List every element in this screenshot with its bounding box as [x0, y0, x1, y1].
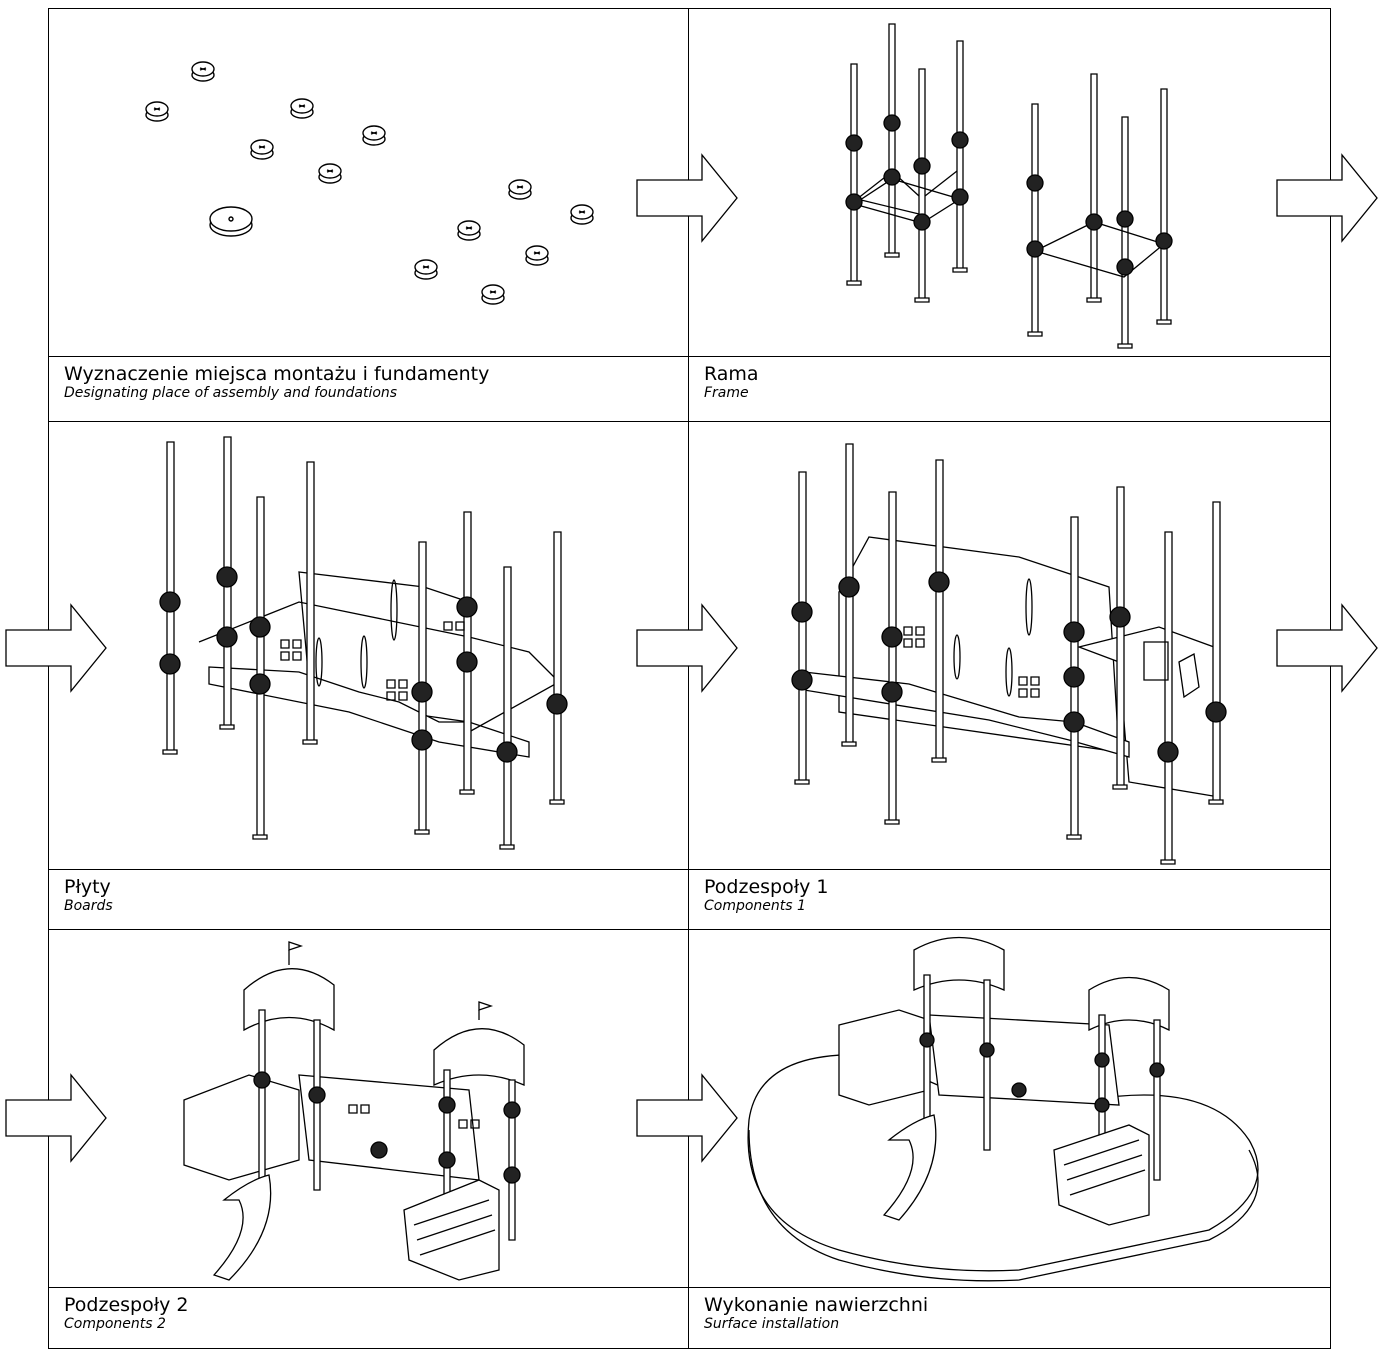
right-arrow-icon — [636, 603, 740, 693]
step-title: Rama — [704, 363, 759, 385]
caption-frame: Rama Frame — [688, 356, 1331, 422]
right-arrow-icon — [5, 1073, 109, 1163]
step-subtitle: Components 2 — [64, 1316, 166, 1332]
boards-drawing-icon — [49, 422, 688, 869]
surface-drawing-icon — [689, 930, 1330, 1287]
step-subtitle: Surface installation — [704, 1316, 840, 1332]
foundations-drawing-icon — [49, 9, 688, 356]
step-components-2-drawing — [48, 929, 689, 1288]
step-surface-drawing — [688, 929, 1331, 1288]
step-foundations-drawing — [48, 8, 689, 357]
step-title: Podzespoły 2 — [64, 1294, 189, 1316]
components-1-drawing-icon — [689, 422, 1330, 869]
right-arrow-icon — [636, 1073, 740, 1163]
right-arrow-icon — [636, 153, 740, 243]
step-components-1-drawing — [688, 421, 1331, 870]
right-arrow-icon — [1276, 153, 1379, 243]
step-subtitle: Designating place of assembly and founda… — [64, 385, 398, 401]
caption-foundations: Wyznaczenie miejsca montażu i fundamenty… — [48, 356, 689, 422]
step-title: Płyty — [64, 876, 111, 898]
step-subtitle: Frame — [704, 385, 749, 401]
caption-components-1: Podzespoły 1 Components 1 — [688, 869, 1331, 930]
components-2-drawing-icon — [49, 930, 688, 1287]
right-arrow-icon — [5, 603, 109, 693]
step-boards-drawing — [48, 421, 689, 870]
caption-surface: Wykonanie nawierzchni Surface installati… — [688, 1287, 1331, 1349]
right-arrow-icon — [1276, 603, 1379, 693]
step-frame-drawing — [688, 8, 1331, 357]
step-title: Podzespoły 1 — [704, 876, 829, 898]
step-title: Wyznaczenie miejsca montażu i fundamenty — [64, 363, 490, 385]
caption-components-2: Podzespoły 2 Components 2 — [48, 1287, 689, 1349]
frame-drawing-icon — [689, 9, 1330, 356]
step-title: Wykonanie nawierzchni — [704, 1294, 929, 1316]
step-subtitle: Boards — [64, 898, 113, 914]
caption-boards: Płyty Boards — [48, 869, 689, 930]
step-subtitle: Components 1 — [704, 898, 806, 914]
